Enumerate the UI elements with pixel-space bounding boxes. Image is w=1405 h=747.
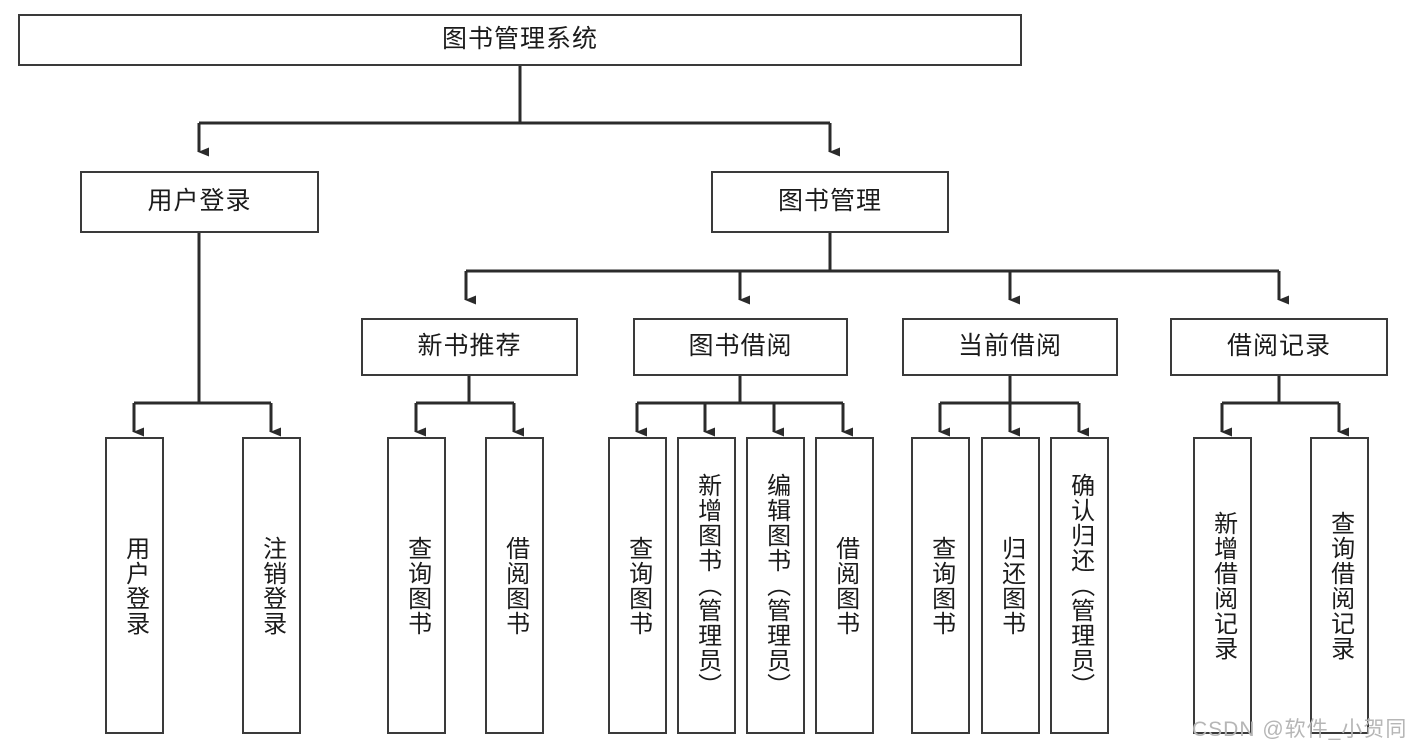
node-label: 用户登录 (147, 187, 252, 216)
node-label: 查询图书 (624, 535, 652, 636)
node-root-system[interactable]: 图书管理系统 (18, 14, 1022, 66)
node-label: 当前借阅 (957, 332, 1062, 361)
node-label: 归还图书 (997, 535, 1025, 636)
node-label: 用户登录 (121, 535, 149, 636)
leaf-borrow-borrow-book[interactable]: 借阅图书 (815, 437, 874, 734)
leaf-borrow-edit-book-admin[interactable]: 编辑图书（管理员） (746, 437, 805, 734)
node-label: 借阅图书 (501, 535, 529, 636)
leaf-current-query-book[interactable]: 查询图书 (911, 437, 970, 734)
node-current-borrow[interactable]: 当前借阅 (902, 318, 1118, 376)
leaf-current-return-book[interactable]: 归还图书 (981, 437, 1040, 734)
leaf-record-query-record[interactable]: 查询借阅记录 (1310, 437, 1369, 734)
node-label: 图书管理系统 (441, 25, 598, 54)
node-label: 查询图书 (403, 535, 431, 636)
node-book-borrow[interactable]: 图书借阅 (633, 318, 848, 376)
leaf-recommend-borrow-book[interactable]: 借阅图书 (485, 437, 544, 734)
node-user-login[interactable]: 用户登录 (80, 171, 319, 233)
node-borrow-record[interactable]: 借阅记录 (1170, 318, 1388, 376)
node-label: 编辑图书（管理员） (762, 473, 790, 698)
leaf-user-login-logout[interactable]: 注销登录 (242, 437, 301, 734)
leaf-user-login-signin[interactable]: 用户登录 (105, 437, 164, 734)
node-label: 注销登录 (258, 535, 286, 636)
node-label: 查询借阅记录 (1326, 510, 1354, 661)
node-label: 图书管理 (777, 187, 882, 216)
node-label: 图书借阅 (688, 332, 793, 361)
node-label: 新书推荐 (417, 332, 522, 361)
node-label: 查询图书 (927, 535, 955, 636)
leaf-borrow-add-book-admin[interactable]: 新增图书（管理员） (677, 437, 736, 734)
node-new-book-recommend[interactable]: 新书推荐 (361, 318, 578, 376)
node-label: 借阅图书 (831, 535, 859, 636)
node-label: 借阅记录 (1226, 332, 1331, 361)
node-label: 新增借阅记录 (1209, 510, 1237, 661)
node-label: 新增图书（管理员） (693, 473, 721, 698)
leaf-record-add-record[interactable]: 新增借阅记录 (1193, 437, 1252, 734)
leaf-current-confirm-return-admin[interactable]: 确认归还（管理员） (1050, 437, 1109, 734)
node-book-management[interactable]: 图书管理 (711, 171, 949, 233)
node-label: 确认归还（管理员） (1066, 473, 1094, 698)
leaf-borrow-query-book[interactable]: 查询图书 (608, 437, 667, 734)
leaf-recommend-query-book[interactable]: 查询图书 (387, 437, 446, 734)
csdn-watermark: CSDN @软件_小贺同学 (1192, 718, 1405, 741)
